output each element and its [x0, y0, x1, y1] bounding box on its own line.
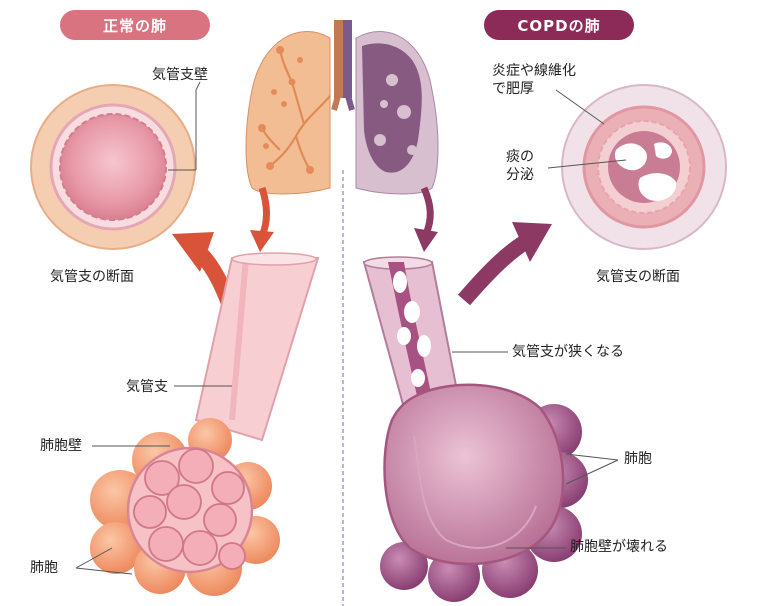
label-sputum: 痰の 分泌	[506, 149, 534, 183]
label-narrowing: 気管支が狭くなる	[512, 344, 624, 360]
label-alveolar-wall: 肺胞壁	[40, 438, 82, 454]
normal-lung-icon	[245, 31, 331, 195]
copd-lung-title: COPDの肺	[484, 10, 634, 40]
label-copd-alveoli: 肺胞	[624, 451, 652, 467]
normal-alveoli-cluster	[75, 418, 280, 596]
copd-lung-icon	[355, 31, 439, 195]
label-normal-alveoli: 肺胞	[30, 560, 58, 576]
label-alveolar-wall-destroyed: 肺胞壁が壊れる	[570, 539, 668, 555]
big-arrow-copd	[457, 230, 536, 306]
label-copd-cross-section: 気管支の断面	[596, 269, 680, 285]
copd-bronchus	[362, 256, 508, 410]
normal-cross-section	[30, 81, 201, 250]
copd-alveoli-sac	[380, 383, 619, 602]
copd-cross-section	[547, 84, 727, 250]
label-normal-cross-section: 気管支の断面	[50, 269, 134, 285]
arrow-down-copd	[420, 186, 434, 236]
label-bronchial-wall: 気管支壁	[152, 67, 208, 83]
label-bronchus: 気管支	[126, 379, 168, 395]
normal-bronchus	[174, 252, 320, 442]
normal-lung-title: 正常の肺	[60, 10, 210, 40]
arrow-head-normal	[250, 230, 274, 252]
arrow-head-copd	[414, 228, 438, 252]
label-thickening: 炎症や線維化 で肥厚	[492, 63, 576, 97]
trachea-normal	[334, 20, 343, 98]
trachea-copd	[343, 20, 352, 98]
arrow-down-normal	[258, 186, 270, 238]
